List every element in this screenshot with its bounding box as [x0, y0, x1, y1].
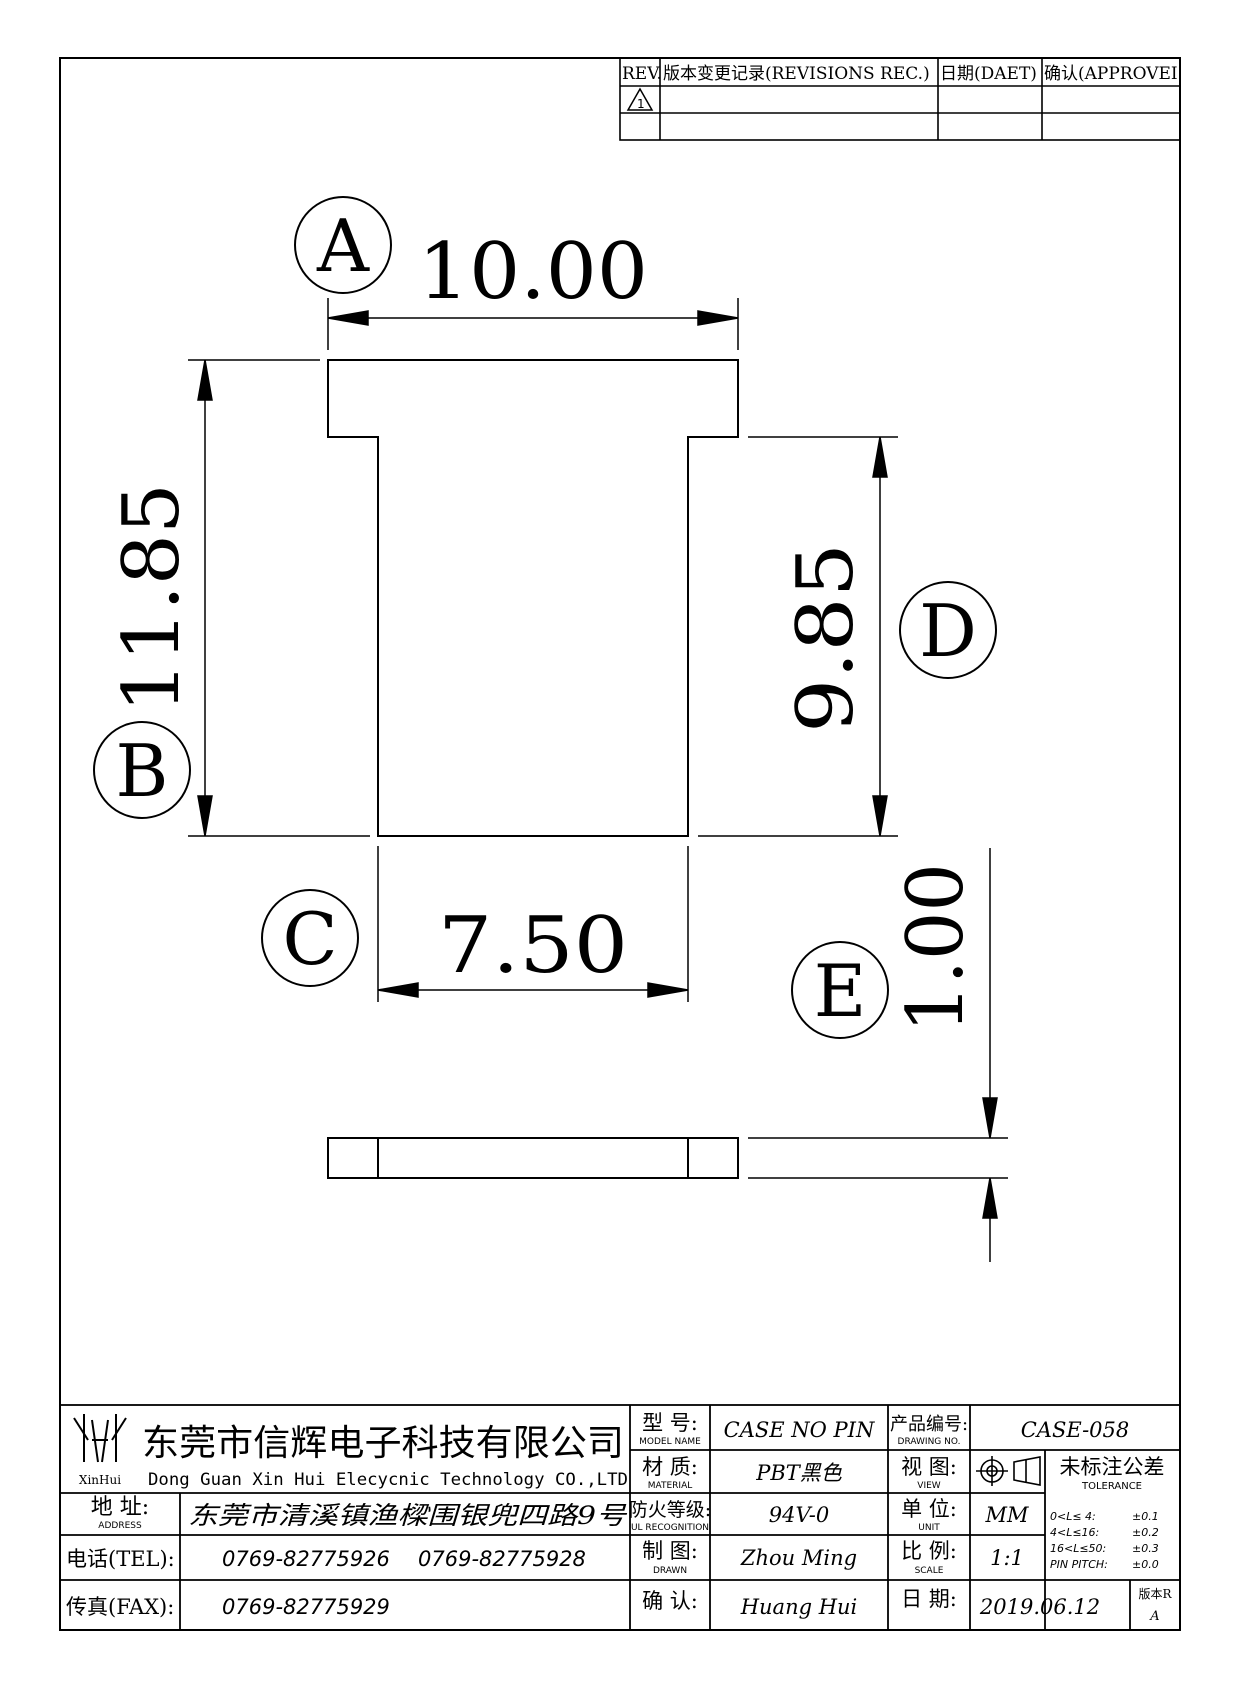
fire-label: 防火等级:: [629, 1499, 711, 1521]
address-value: 东莞市清溪镇渔樑围银兜四路9号: [188, 1501, 628, 1530]
revisions-header: 版本变更记录(REVISIONS REC.): [663, 64, 930, 84]
tolerance-title: 未标注公差: [1060, 1455, 1165, 1479]
dim-c-value: 7.50: [438, 901, 628, 991]
label-e-circle: E: [791, 941, 889, 1039]
dim-e-value: 1.00: [891, 863, 981, 1033]
fire-label-en: UL RECOGNITION: [631, 1523, 709, 1533]
check-value: Huang Hui: [740, 1595, 858, 1619]
drawing-no-label: 产品编号:: [890, 1414, 968, 1435]
tolerance-value-4: ±0.0: [1132, 1558, 1159, 1571]
unit-label-en: UNIT: [918, 1523, 940, 1533]
projection-symbol-icon: [976, 1456, 1041, 1486]
tolerance-range-2: 4<L≤16:: [1050, 1526, 1099, 1539]
drawn-value: Zhou Ming: [740, 1546, 857, 1570]
fax-label: 传真(FAX):: [66, 1595, 174, 1619]
part-front-view: [327, 359, 739, 837]
company-name-en: Dong Guan Xin Hui Elecycnic Technology C…: [148, 1470, 628, 1490]
svg-text:B: B: [116, 729, 169, 813]
fax-value: 0769-82775929: [222, 1595, 390, 1619]
company-name-cn: 东莞市信辉电子科技有限公司: [142, 1423, 624, 1464]
logo-text: XinHui: [79, 1473, 121, 1487]
view-label-en: VIEW: [917, 1481, 940, 1491]
version-value: A: [1149, 1609, 1159, 1624]
tolerance-range-1: 0<L≤ 4:: [1050, 1510, 1096, 1523]
dim-a-value: 10.00: [418, 227, 648, 317]
tolerance-title-en: TOLERANCE: [1081, 1481, 1142, 1492]
label-b-circle: B: [93, 721, 191, 819]
label-a-circle: A: [294, 196, 392, 294]
drawing-no-value: CASE-058: [1021, 1418, 1130, 1442]
view-label: 视 图:: [901, 1455, 957, 1479]
model-label-en: MODEL NAME: [639, 1437, 701, 1447]
scale-label-en: SCALE: [915, 1566, 944, 1576]
tolerance-value-3: ±0.3: [1132, 1542, 1159, 1555]
svg-text:C: C: [282, 897, 337, 981]
fire-value: 94V-0: [769, 1503, 829, 1527]
drawn-label-en: DRAWN: [653, 1566, 687, 1576]
dim-d-value: 9.85: [781, 543, 871, 733]
title-block: [59, 1404, 1181, 1631]
rev-header: REV.: [622, 64, 662, 84]
tolerance-range-4: PIN PITCH:: [1050, 1558, 1108, 1571]
material-value: PBT黑色: [755, 1461, 843, 1485]
model-value: CASE NO PIN: [724, 1418, 875, 1442]
address-label: 地 址:: [91, 1495, 149, 1520]
material-label-en: MATERIAL: [648, 1481, 693, 1491]
svg-text:A: A: [316, 204, 370, 288]
xinhui-logo: [73, 1414, 127, 1463]
dimension-lines: [197, 310, 998, 1262]
dim-b-value: 11.85: [107, 483, 197, 713]
tel-label: 电话(TEL):: [66, 1547, 175, 1571]
svg-text:D: D: [919, 589, 977, 673]
label-c-circle: C: [261, 889, 359, 987]
approve-header: 确认(APPROVEI: [1044, 64, 1178, 84]
date-value: 2019.06.12: [979, 1595, 1100, 1619]
address-label-en: ADDRESS: [98, 1521, 142, 1531]
drawing-no-label-en: DRAWING NO.: [898, 1437, 961, 1447]
scale-value: 1:1: [990, 1546, 1024, 1570]
extension-lines: [188, 298, 1008, 1179]
tel-value-1: 0769-82775926: [222, 1547, 390, 1571]
tel-value-2: 0769-82775928: [418, 1547, 586, 1571]
svg-text:1: 1: [637, 97, 645, 111]
unit-value: MM: [984, 1503, 1029, 1527]
check-label: 确 认:: [642, 1589, 698, 1613]
tolerance-range-3: 16<L≤50:: [1050, 1542, 1106, 1555]
revision-table: [619, 57, 1181, 141]
material-label: 材 质:: [642, 1455, 698, 1479]
drawn-label: 制 图:: [642, 1539, 698, 1563]
label-d-circle: D: [899, 581, 997, 679]
unit-label: 单 位:: [901, 1497, 957, 1521]
date-label: 日 期:: [901, 1587, 957, 1611]
revision-triangle-icon: 1: [626, 87, 654, 111]
svg-text:E: E: [814, 949, 867, 1033]
model-label: 型 号:: [642, 1411, 698, 1435]
scale-label: 比 例:: [901, 1539, 957, 1563]
version-label: 版本R: [1138, 1587, 1172, 1601]
tolerance-value-2: ±0.2: [1132, 1526, 1159, 1539]
tolerance-value-1: ±0.1: [1132, 1510, 1159, 1523]
date-header: 日期(DAET): [940, 64, 1037, 84]
part-bottom-view: [327, 1137, 739, 1179]
